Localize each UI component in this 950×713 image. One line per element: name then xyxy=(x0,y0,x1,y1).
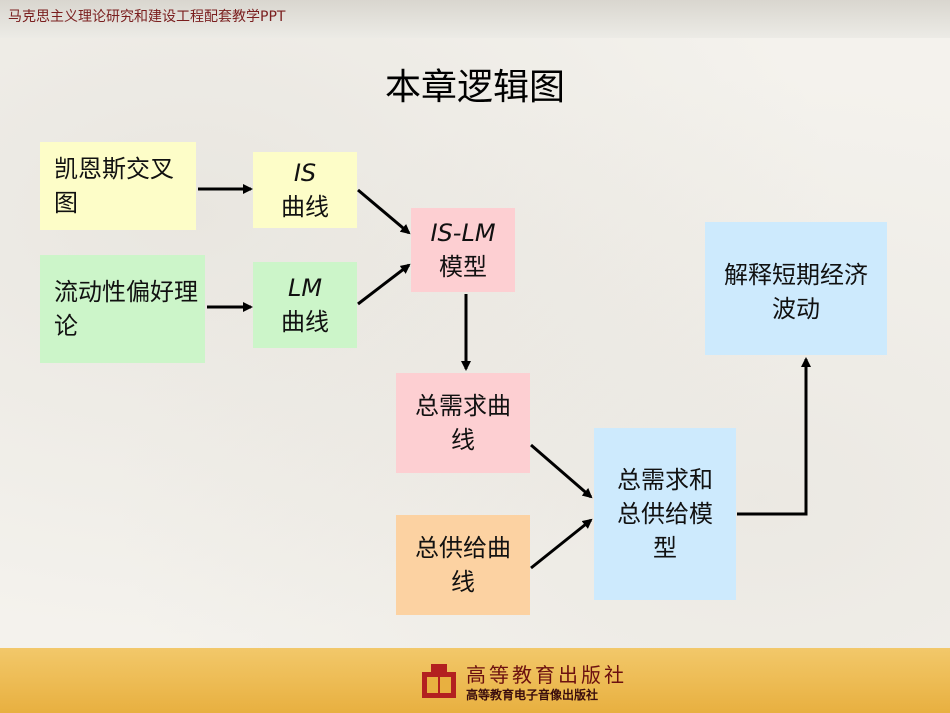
node-explain-fluctuations: 解释短期经济波动 xyxy=(705,222,887,355)
node-keynes-cross-label: 凯恩斯交叉图 xyxy=(54,155,174,217)
node-aggregate-supply-curve: 总供给曲线 xyxy=(396,515,530,615)
node-ad-as-model-label: 总需求和总供给模型 xyxy=(617,466,713,562)
node-is-curve-title: IS xyxy=(293,159,317,187)
publisher-subname: 高等教育电子音像出版社 xyxy=(466,688,599,702)
slide-title: 本章逻辑图 xyxy=(384,67,565,108)
node-is-curve: IS 曲线 xyxy=(253,152,357,228)
footer-band xyxy=(0,648,950,713)
course-header: 马克思主义理论研究和建设工程配套教学PPT xyxy=(8,9,286,25)
node-lm-curve-sub: 曲线 xyxy=(281,308,329,336)
publisher-logo-icon xyxy=(422,664,456,698)
arrow-ad-to-adas xyxy=(530,443,593,499)
node-liquidity-preference: 流动性偏好理论 xyxy=(40,255,205,363)
node-aggregate-supply-curve-label: 总供给曲线 xyxy=(415,534,511,596)
node-is-curve-sub: 曲线 xyxy=(281,193,329,221)
arrow-adas-to-explain xyxy=(737,357,811,516)
node-islm-model: IS-LM 模型 xyxy=(411,208,515,292)
header-band xyxy=(0,0,950,38)
node-liquidity-preference-label: 流动性偏好理论 xyxy=(54,278,198,340)
arrow-lm-to-islm xyxy=(357,263,411,306)
node-lm-curve: LM 曲线 xyxy=(253,262,357,348)
arrow-is-to-islm xyxy=(357,188,411,235)
node-islm-model-title: IS-LM xyxy=(430,219,496,247)
publisher-name: 高等教育出版社 xyxy=(466,663,627,687)
node-explain-fluctuations-label: 解释短期经济波动 xyxy=(724,261,868,323)
node-lm-curve-title: LM xyxy=(287,274,323,302)
arrow-as-to-adas xyxy=(530,518,593,570)
node-ad-as-model: 总需求和总供给模型 xyxy=(594,428,736,600)
node-aggregate-demand-curve-label: 总需求曲线 xyxy=(415,392,511,454)
node-aggregate-demand-curve: 总需求曲线 xyxy=(396,373,530,473)
node-keynes-cross: 凯恩斯交叉图 xyxy=(40,142,196,230)
node-islm-model-sub: 模型 xyxy=(439,253,487,281)
